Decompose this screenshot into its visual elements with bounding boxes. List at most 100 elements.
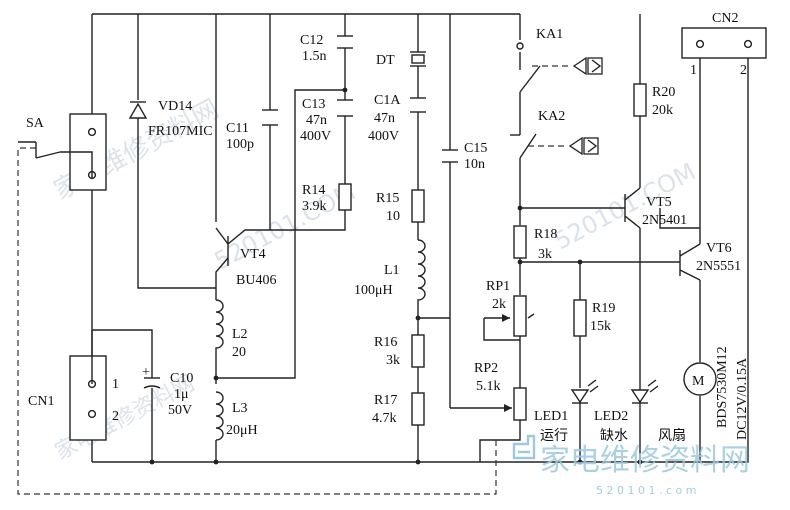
r19-label: R19	[592, 301, 615, 316]
r15-label: R15	[376, 191, 399, 206]
r16-value: 3k	[386, 353, 400, 368]
r19-value: 15k	[590, 319, 611, 334]
ka2-label: KA2	[538, 109, 565, 124]
l1-label: L1	[384, 263, 400, 278]
c10-voltage: 50V	[168, 403, 192, 418]
junction-dots	[149, 87, 643, 465]
cn2-label: CN2	[712, 11, 738, 26]
r15-value: 10	[386, 209, 400, 224]
vt5-label: VT5	[646, 195, 672, 210]
c1a-value: 47n	[374, 111, 395, 126]
c12-capacitor: C12 1.5n	[300, 33, 353, 64]
l3-inductor: L3 20μH	[215, 391, 258, 441]
r18-label: R18	[534, 227, 557, 242]
watermark-diagonal-text-2: 520101.COM	[210, 178, 361, 276]
l2-label: L2	[232, 327, 248, 342]
c13-value: 47n	[306, 113, 327, 128]
dt-label: DT	[376, 53, 395, 68]
c1a-label: C1A	[374, 93, 401, 108]
c15-label: C15	[464, 141, 487, 156]
vt6-part: 2N5551	[696, 259, 741, 274]
r14-label: R14	[302, 183, 325, 198]
rp1-value: 2k	[492, 297, 506, 312]
vt4-transistor: VT4 BU406	[215, 227, 276, 288]
r17-resistor: R17 4.7k	[372, 392, 425, 426]
c11-value: 100p	[226, 137, 254, 152]
rp2-value: 5.1k	[476, 379, 501, 394]
cn2-pin1: 1	[690, 63, 697, 78]
rp1-potentiometer: RP1 2k	[486, 279, 527, 337]
fan-function: 风扇	[658, 428, 686, 444]
sa-switch: SA	[18, 113, 107, 191]
r17-value: 4.7k	[372, 411, 397, 426]
rp2-potentiometer: RP2 5.1k	[474, 361, 527, 421]
r14-resistor: R14 3.9k	[302, 183, 352, 214]
led2-function: 缺水	[600, 428, 628, 444]
led1-indicator: LED1 运行	[534, 379, 599, 444]
l3-value: 20μH	[226, 423, 258, 438]
c13-label: C13	[302, 97, 325, 112]
c10-capacitor: + C10 1μ 50V	[142, 365, 193, 462]
vd14-diode: VD14 FR107MIC	[128, 99, 213, 139]
l3-label: L3	[232, 401, 248, 416]
c15-capacitor: C15 10n	[442, 141, 487, 172]
watermark-url: 5 2 0 1 0 1 . c o m	[596, 484, 696, 497]
r18-value: 3k	[538, 247, 552, 262]
c11-label: C11	[226, 121, 249, 136]
c10-plus: +	[142, 365, 150, 380]
rp1-label: RP1	[486, 279, 510, 294]
vt4-label: VT4	[240, 247, 266, 262]
r15-resistor: R15 10	[376, 189, 425, 224]
site-watermark: 家电维修资料网 5 2 0 1 0 1 . c o m	[512, 434, 750, 497]
vt6-transistor: VT6 2N5551	[679, 241, 741, 281]
motor-symbol: M	[692, 374, 705, 389]
r14-value: 3.9k	[302, 199, 327, 214]
r17-label: R17	[374, 393, 397, 408]
l1-inductor: L1 100μH	[354, 239, 426, 310]
r19-resistor: R19 15k	[573, 299, 615, 337]
motor-part: BDS7530M12	[715, 346, 730, 428]
r20-value: 20k	[652, 103, 673, 118]
sa-label: SA	[26, 116, 45, 131]
vt5-transistor: VT5 2N5401	[624, 187, 687, 229]
rp2-label: RP2	[474, 361, 498, 376]
watermark-brand: 家电维修资料网	[540, 443, 750, 478]
c13-voltage: 400V	[300, 129, 331, 144]
cn1-label: CN1	[28, 394, 54, 409]
cn2-pin2: 2	[740, 63, 747, 78]
vt5-part: 2N5401	[642, 213, 687, 228]
c10-label: C10	[170, 371, 193, 386]
l2-value: 20	[232, 345, 246, 360]
r16-resistor: R16 3k	[374, 334, 425, 368]
vt6-label: VT6	[706, 241, 732, 256]
c1a-capacitor: C1A 47n 400V	[368, 93, 426, 144]
c11-capacitor: C11 100p	[226, 109, 278, 152]
l2-inductor: L2 20	[215, 299, 248, 360]
led1-function: 运行	[540, 428, 568, 444]
c1a-voltage: 400V	[368, 129, 399, 144]
c15-value: 10n	[464, 157, 485, 172]
r20-resistor: R20 20k	[633, 83, 675, 118]
vd14-label: VD14	[158, 99, 192, 114]
vd14-part: FR107MIC	[148, 124, 213, 139]
cn1-connector: CN1 1 2	[28, 329, 153, 441]
vt4-part: BU406	[236, 273, 276, 288]
ka2-relay: KA2	[510, 109, 599, 159]
c12-label: C12	[300, 33, 323, 48]
c10-value: 1μ	[174, 387, 189, 402]
led1-label: LED1	[534, 409, 568, 424]
led2-indicator: LED2 缺水	[594, 379, 659, 444]
fan-motor: M 风扇 BDS7530M12 DC12V/0.15A	[658, 346, 750, 444]
led2-label: LED2	[594, 409, 628, 424]
c12-value: 1.5n	[302, 49, 327, 64]
r18-resistor: R18 3k	[513, 225, 557, 262]
dt-element: DT	[376, 51, 426, 68]
ka1-label: KA1	[536, 27, 563, 42]
cn1-pin2: 2	[112, 409, 119, 424]
l1-value: 100μH	[354, 283, 393, 298]
r20-label: R20	[652, 85, 675, 100]
r16-label: R16	[374, 335, 397, 350]
ka1-relay: KA1	[516, 27, 603, 93]
c13-capacitor: C13 47n 400V	[300, 97, 353, 144]
